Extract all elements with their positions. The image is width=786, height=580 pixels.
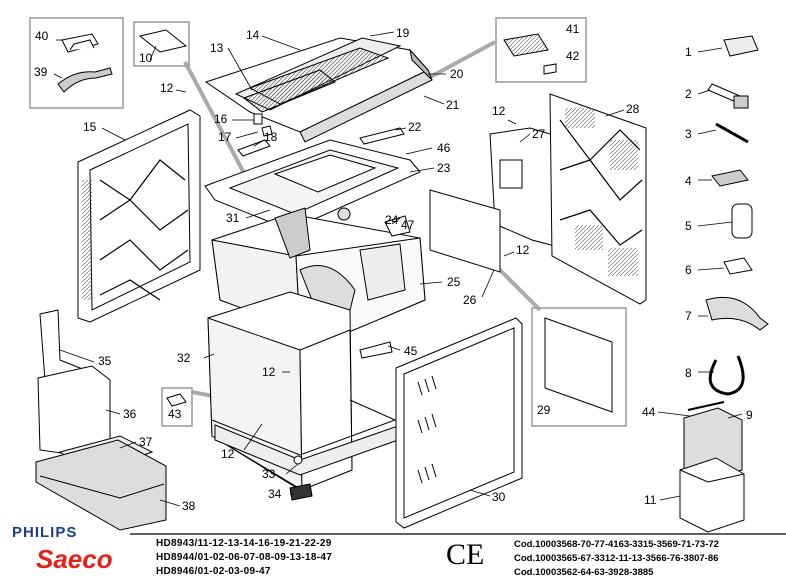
detail-boxes: [29, 17, 627, 427]
label-44: 44: [642, 405, 656, 419]
label-35: 35: [98, 354, 112, 368]
model-line-3: HD8946/01-02-03-09-47: [156, 566, 271, 577]
label-41: 41: [566, 22, 580, 36]
label-23: 23: [437, 161, 451, 175]
part-45-cable: [359, 341, 393, 359]
board-26: [429, 189, 501, 273]
label-25: 25: [447, 275, 461, 289]
label-29: 29: [537, 403, 551, 417]
label-10: 10: [139, 51, 153, 65]
parts-41-42: [503, 33, 557, 75]
label-32: 32: [177, 351, 191, 365]
label-47: 47: [401, 218, 415, 232]
label-33: 33: [262, 467, 276, 481]
label-42: 42: [566, 49, 580, 63]
code-line-1: Cod.10003568-70-77-4163-3315-3569-71-73-…: [514, 539, 719, 550]
label-6: 6: [685, 263, 692, 277]
label-43: 43: [168, 407, 182, 421]
label-12-b: 12: [492, 104, 506, 118]
label-12-e: 12: [221, 447, 235, 461]
label-12-a: 12: [160, 81, 174, 95]
label-45: 45: [404, 344, 418, 358]
leader-lines: [53, 31, 743, 507]
philips-logo: PHILIPS: [12, 524, 78, 541]
box-41-42: [495, 17, 587, 83]
label-38: 38: [182, 499, 196, 513]
label-8: 8: [685, 366, 692, 380]
label-1: 1: [685, 45, 692, 59]
label-12-c: 12: [516, 243, 530, 257]
drip-assembly: [35, 309, 167, 531]
label-34: 34: [268, 487, 282, 501]
label-28: 28: [626, 102, 640, 116]
label-4: 4: [685, 174, 692, 188]
label-24: 24: [385, 213, 399, 227]
label-18: 18: [264, 130, 278, 144]
label-14: 14: [246, 28, 260, 42]
label-11: 11: [644, 493, 657, 507]
part-39-hose: [57, 67, 113, 93]
side-panel-30: [395, 317, 523, 529]
label-3: 3: [685, 127, 692, 141]
part-40-clip: [61, 33, 99, 53]
label-13: 13: [210, 41, 224, 55]
panel-27: [489, 127, 571, 251]
label-37: 37: [139, 435, 153, 449]
frame-23: [204, 139, 421, 231]
side-panel-15: [77, 109, 201, 323]
label-46: 46: [437, 141, 451, 155]
label-26: 26: [463, 293, 477, 307]
box-39-40: [29, 17, 124, 109]
model-line-2: HD8944/01-02-06-07-08-09-13-18-47: [156, 552, 333, 563]
box-43: [161, 387, 193, 427]
label-5: 5: [685, 219, 692, 233]
label-39: 39: [34, 65, 48, 79]
code-line-2: Cod.10003565-67-3312-11-13-3566-76-3807-…: [514, 553, 719, 564]
label-22: 22: [408, 120, 422, 134]
box-10: [133, 21, 190, 67]
label-17: 17: [218, 130, 232, 144]
label-30: 30: [492, 490, 506, 504]
label-19: 19: [396, 26, 410, 40]
label-20: 20: [450, 67, 464, 81]
panel-29: [544, 317, 613, 413]
label-36: 36: [123, 407, 137, 421]
label-40: 40: [35, 29, 49, 43]
code-line-3: Cod.10003562-64-63-3928-3885: [514, 567, 654, 578]
label-15: 15: [83, 120, 97, 134]
label-9: 9: [746, 408, 753, 422]
label-21: 21: [446, 98, 460, 112]
small-parts-16-18: [237, 113, 273, 157]
accessory-parts: [679, 35, 769, 533]
saeco-logo: Saeco: [36, 544, 113, 574]
label-12-d: 12: [262, 365, 276, 379]
part-24-lever: [384, 215, 411, 237]
label-7: 7: [685, 309, 692, 323]
part-10-pad: [138, 29, 188, 53]
label-2: 2: [685, 87, 692, 101]
lid-assembly: [204, 37, 433, 143]
part-22-strip: [359, 127, 405, 145]
ce-mark: CE: [446, 538, 485, 571]
part-43: [166, 393, 187, 407]
label-27: 27: [532, 127, 546, 141]
model-line-1: HD8943/11-12-13-14-16-19-21-22-29: [156, 538, 332, 549]
box-29: [531, 307, 627, 427]
label-16: 16: [214, 112, 228, 126]
base-frame-32: [207, 291, 399, 491]
parts-33-34: [289, 455, 313, 501]
label-31: 31: [226, 211, 240, 225]
panel-28: [549, 93, 647, 305]
